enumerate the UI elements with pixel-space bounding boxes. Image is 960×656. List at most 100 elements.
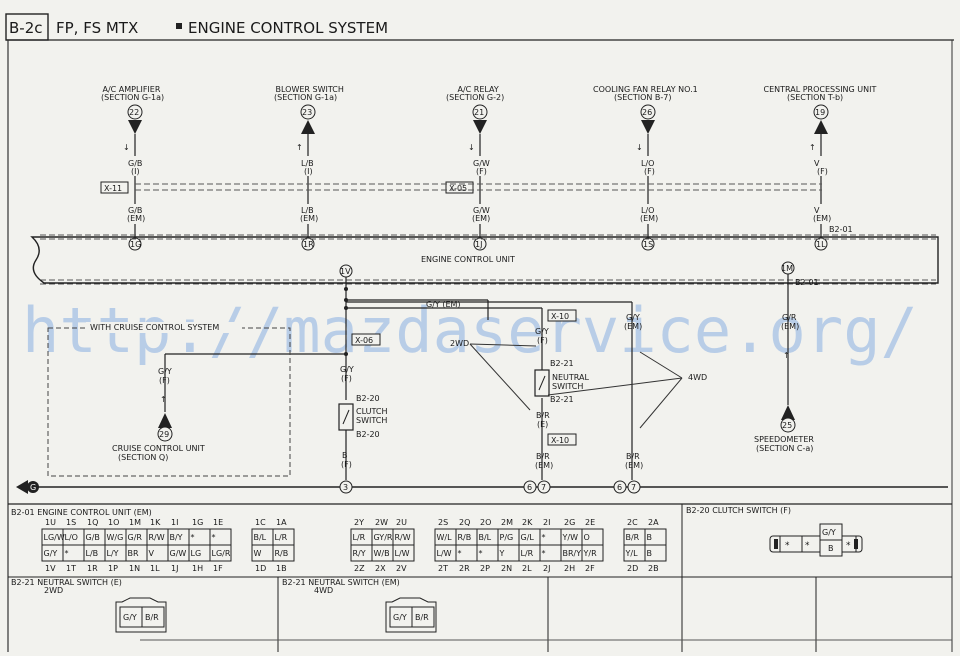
clutch-connector: * * G/Y B *: [769, 523, 863, 557]
wire-cell: O: [584, 533, 590, 542]
wire-cell: W: [254, 549, 262, 558]
main-wire-gy-sub: (F): [341, 374, 352, 383]
neutral-em-cell: G/Y: [393, 613, 407, 622]
arrow-up-icon: ↑: [783, 351, 790, 360]
neutral-br: B/R: [536, 411, 550, 420]
ground-num-6b: 6: [617, 483, 622, 492]
neutral-conn-top: B2-21: [550, 359, 574, 368]
label-4wd: 4WD: [688, 373, 707, 382]
ecu-pin: 1G: [130, 240, 141, 249]
wire-cell: BR/Y: [563, 549, 582, 558]
wire-sub: (F): [644, 167, 655, 176]
wire-cell: Y/L: [625, 549, 639, 558]
wire-cell: B: [647, 549, 653, 558]
arrow-up-icon: ↑: [296, 143, 303, 152]
arrow-down-icon: ↓: [636, 143, 643, 152]
neutral-br-em: B/R: [536, 452, 550, 461]
arrow-up-icon: ↑: [160, 395, 167, 404]
wire-cell: G/W: [170, 549, 187, 558]
wire-color: G/B: [128, 159, 142, 168]
pin-number: 1T: [66, 564, 76, 573]
clutch-cell: *: [805, 541, 810, 551]
clutch-connector-title: B2-20 CLUTCH SWITCH (F): [686, 506, 791, 515]
wire-cell: W/L: [437, 533, 453, 542]
pin-number: 2T: [438, 564, 448, 573]
ecu-pin-1m: 1M: [781, 264, 793, 273]
component-section: (SECTION G-2): [446, 93, 504, 102]
bullet-icon: [176, 23, 182, 29]
wire-cell: LG/W: [44, 533, 65, 542]
pin-number: 2H: [564, 564, 575, 573]
wire-sub: (EM): [472, 214, 490, 223]
wire-cell: W/B: [374, 549, 390, 558]
top-components: A/C AMPLIFIER(SECTION G-1a)22↓G/B(I)X-11…: [100, 85, 876, 251]
main-wire: [30, 277, 948, 488]
clutch-cell: *: [785, 541, 790, 551]
wire-cell: GY/R: [374, 533, 393, 542]
pin-number: 2D: [627, 564, 638, 573]
wire-cell: P/G: [500, 533, 514, 542]
cruise-section: (SECTION Q): [118, 453, 168, 462]
ecu-connector-top: B2-01: [829, 225, 853, 234]
wire-sub: (EM): [813, 214, 831, 223]
wire-cell: V: [149, 549, 155, 558]
pin-number: 2M: [501, 518, 513, 527]
page-code: B-2c: [9, 19, 43, 37]
wire-cell: L/R: [353, 533, 366, 542]
speedo-pin: 25: [782, 421, 792, 430]
pin-number: 1H: [192, 564, 203, 573]
ecu-block: ENGINE CONTROL UNIT B2-01 B2-01 1V 1M: [30, 225, 939, 287]
pin-number: 1B: [276, 564, 287, 573]
wire-cell: R/W: [149, 533, 165, 542]
pin-number: 1Q: [87, 518, 98, 527]
component-pin: 21: [474, 108, 484, 117]
wire-cell: *: [458, 549, 462, 558]
speedo-name: SPEEDOMETER: [754, 435, 814, 444]
top-component: A/C RELAY(SECTION G-2)21↓G/W(F)X-05G/W(E…: [445, 85, 504, 251]
wire-color: V: [814, 206, 820, 215]
shield-lines: [40, 183, 936, 285]
connector-views: B2-01 ENGINE CONTROL UNIT (EM) 1U1VLG/WG…: [8, 503, 952, 652]
main-wire-labels: G/Y (EM) X-06 G/Y (F) B2-20 CLUTCH SWITC…: [338, 287, 461, 494]
cruise-box-label: WITH CRUISE CONTROL SYSTEM: [90, 323, 219, 332]
main-wire-gy: G/Y: [340, 365, 354, 374]
ecu-connector-left: 1U1VLG/WG/Y1S1TL/O*1Q1RG/BL/B1O1PW/GL/Y1…: [41, 518, 295, 573]
pin-number: 2P: [480, 564, 490, 573]
pin-number: 1I: [171, 518, 178, 527]
neutral-em-sub: 4WD: [314, 586, 333, 595]
speedo-wire: G/R: [782, 313, 797, 322]
pin-number: 2K: [522, 518, 533, 527]
pin-number: 1M: [129, 518, 141, 527]
pin-number: 1N: [129, 564, 140, 573]
x10-connector-bottom: X-10: [551, 436, 569, 445]
pin-number: 2F: [585, 564, 595, 573]
cruise-wire: G/Y: [158, 367, 172, 376]
pin-number: 1J: [171, 564, 178, 573]
component-name: COOLING FAN RELAY NO.1: [593, 85, 698, 94]
wire-cell: L/Y: [107, 549, 119, 558]
gy-em-label: G/Y (EM): [426, 300, 461, 309]
pin-number: 2V: [396, 564, 407, 573]
ecu-connector-bottom: B2-01: [795, 278, 819, 287]
clutch-cell: G/Y: [822, 528, 836, 537]
pin-number: 1V: [45, 564, 56, 573]
wire-color: G/W: [473, 159, 490, 168]
wire-color: L/O: [641, 206, 654, 215]
wire-cell: B/Y: [170, 533, 183, 542]
ecu-label: ENGINE CONTROL UNIT: [421, 255, 515, 264]
pin-number: 1G: [192, 518, 203, 527]
pin-number: 2O: [480, 518, 491, 527]
ecu-connector-right: 2Y2ZL/RR/Y2W2XGY/RW/B2U2VR/WL/W2S2TW/LL/…: [350, 518, 667, 573]
wire-cell: B/L: [254, 533, 267, 542]
pin-number: 2W: [375, 518, 388, 527]
wire-cell: L/R: [275, 533, 288, 542]
pin-number: 2Z: [354, 564, 365, 573]
pin-number: 2Q: [459, 518, 470, 527]
wire-color: L/B: [301, 206, 314, 215]
wire-cell: *: [479, 549, 483, 558]
pin-number: 2Y: [354, 518, 364, 527]
component-name: BLOWER SWITCH: [276, 85, 344, 94]
wire-color: L/B: [301, 159, 314, 168]
component-name: A/C AMPLIFIER: [103, 85, 161, 94]
